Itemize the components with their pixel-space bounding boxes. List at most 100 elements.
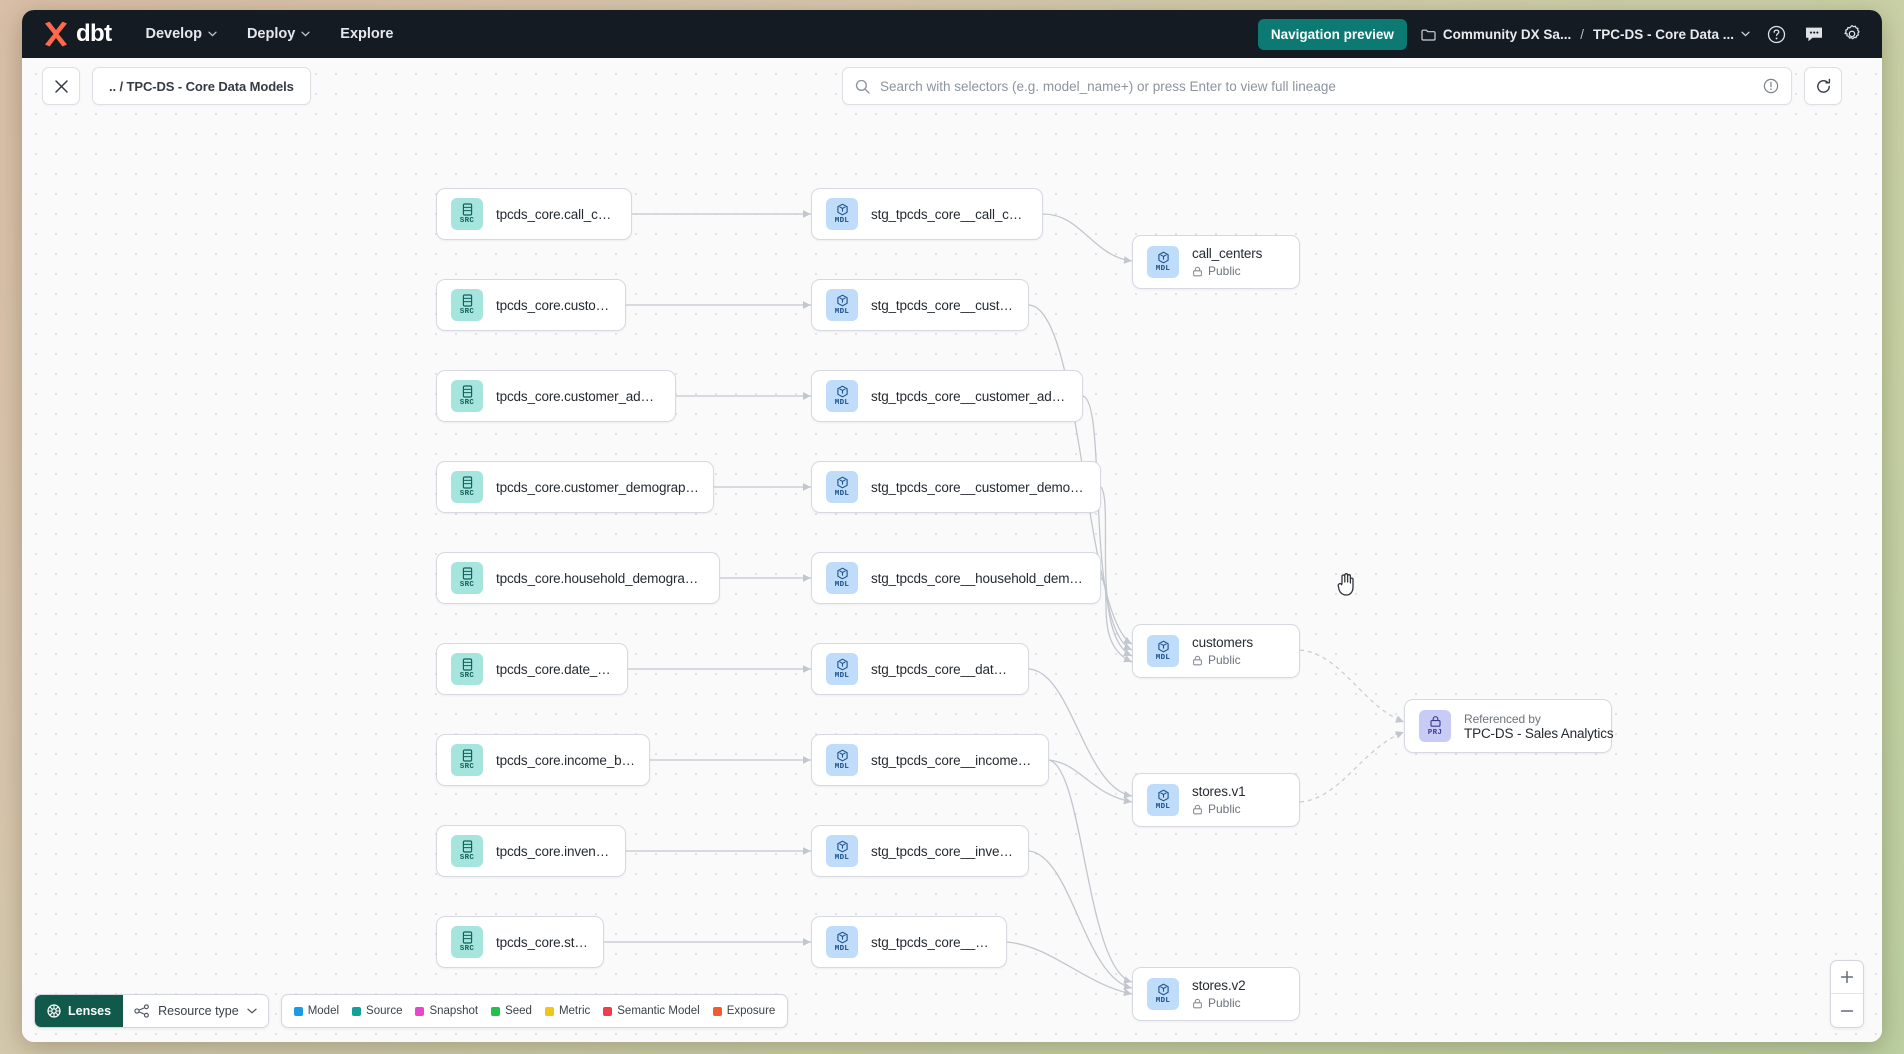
nav-item-develop[interactable]: Develop [146, 26, 217, 42]
node-access: Public [1192, 264, 1262, 278]
cube-icon [836, 203, 849, 217]
node-label-group: tpcds_core.inventory [496, 844, 611, 859]
chevron-down-icon [247, 1008, 257, 1014]
database-icon [461, 203, 474, 217]
lenses-group: Lenses Resource type [34, 994, 269, 1028]
dbt-mark-icon [45, 21, 67, 47]
cube-icon [1157, 251, 1170, 265]
node-title: stg_tpcds_core__customer_address [871, 388, 1068, 404]
legend-item-semantic-model[interactable]: Semantic Model [603, 1005, 700, 1017]
project-icon [1429, 715, 1442, 729]
close-icon [54, 79, 68, 93]
account-name[interactable]: Community DX Sa... [1442, 26, 1572, 42]
zoom-in-button[interactable] [1831, 961, 1863, 994]
info-icon[interactable] [1763, 78, 1779, 94]
legend-item-seed[interactable]: Seed [491, 1005, 532, 1017]
help-icon[interactable] [1764, 22, 1788, 46]
node-title: tpcds_core.household_demographics [496, 570, 705, 586]
cube-icon [836, 385, 849, 399]
node-type-badge-mdl: MDL [1147, 978, 1179, 1010]
node-title: tpcds_core.customer_demographics [496, 479, 699, 495]
node-label-group: stg_tpcds_core__customer_address [871, 389, 1068, 404]
search-input[interactable] [880, 78, 1753, 94]
lineage-edges [604, 210, 1405, 997]
database-icon [461, 567, 474, 581]
gear-icon[interactable] [1840, 22, 1864, 46]
node-title: stores.v1 [1192, 784, 1246, 799]
lenses-button-label: Lenses [68, 1004, 112, 1018]
node-title: stg_tpcds_core__store [871, 934, 992, 950]
legend-color-swatch [544, 1006, 554, 1016]
legend-item-metric[interactable]: Metric [544, 1005, 590, 1017]
app-window: dbt Develop Deploy Explore Navigation pr… [22, 10, 1882, 1042]
resource-type-dropdown[interactable]: Resource type [123, 995, 268, 1027]
project-name[interactable]: TPC-DS - Core Data ... [1592, 26, 1734, 42]
node-title: stg_tpcds_core__customer_demogra... [871, 479, 1086, 495]
nodes-icon [134, 1004, 149, 1018]
lock-icon [1193, 266, 1202, 276]
node-title: stg_tpcds_core__household_demogr... [871, 570, 1086, 586]
refresh-button[interactable] [1804, 67, 1842, 105]
node-label-group: stg_tpcds_core__household_demogr... [871, 571, 1086, 586]
cube-icon [836, 294, 849, 308]
chevron-down-icon[interactable] [1741, 31, 1750, 37]
dbt-logo[interactable]: dbt [42, 21, 112, 47]
legend-label: Seed [505, 1005, 532, 1017]
zoom-out-button[interactable] [1831, 994, 1863, 1027]
nav-right-group: Navigation preview Community DX Sa... / … [1257, 18, 1864, 50]
breadcrumb[interactable]: .. / TPC-DS - Core Data Models [92, 67, 311, 105]
legend-item-source[interactable]: Source [352, 1005, 402, 1017]
legend-label: Source [366, 1005, 403, 1017]
node-title: stg_tpcds_core__inventory [871, 843, 1014, 859]
lineage-node-source[interactable]: SRC tpcds_core.customer_demographics [436, 461, 714, 513]
cube-icon [836, 749, 849, 763]
legend-item-exposure[interactable]: Exposure [712, 1005, 775, 1017]
cube-icon [836, 931, 849, 945]
close-button[interactable] [42, 67, 80, 105]
lock-icon [1193, 804, 1202, 814]
lock-icon [1193, 998, 1202, 1008]
refresh-icon [1816, 78, 1830, 93]
legend-item-snapshot[interactable]: Snapshot [415, 1005, 478, 1017]
node-label-group: tpcds_core.income_band [496, 753, 635, 768]
nav-item-explore[interactable]: Explore [340, 26, 393, 42]
minus-icon [1840, 1009, 1854, 1012]
nav-item-deploy[interactable]: Deploy [247, 26, 310, 42]
legend-color-swatch [352, 1006, 362, 1016]
feedback-icon[interactable] [1802, 22, 1826, 46]
database-icon [461, 294, 474, 308]
node-type-badge-mdl: MDL [826, 653, 858, 685]
search-box[interactable] [842, 67, 1792, 105]
legend-item-model[interactable]: Model [293, 1005, 339, 1017]
lenses-button[interactable]: Lenses [35, 995, 124, 1027]
node-label-group: stg_tpcds_core__customer [871, 298, 1014, 313]
node-type-badge-src: SRC [451, 471, 483, 503]
navigation-preview-button[interactable]: Navigation preview [1257, 18, 1407, 50]
cube-icon [836, 567, 849, 581]
